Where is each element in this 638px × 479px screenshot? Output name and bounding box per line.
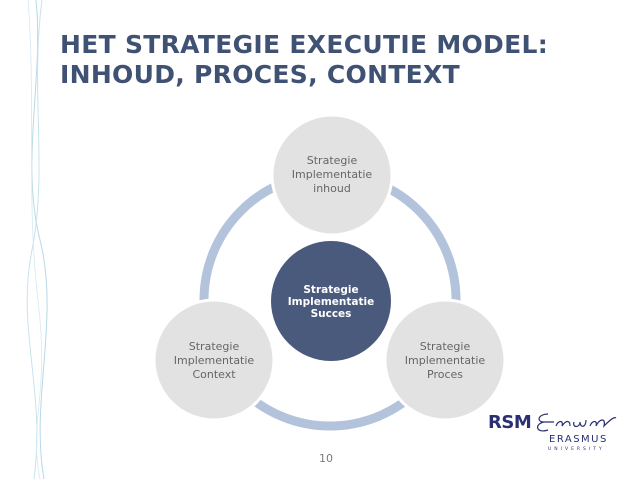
right-node-line-1: Strategie <box>419 340 471 353</box>
top-node-line-3: inhoud <box>313 182 351 195</box>
left-node-line-3: Context <box>192 368 236 381</box>
right-node-line-2: Implementatie <box>404 354 486 367</box>
right-node-label: Strategie Implementatie Proces <box>385 340 505 382</box>
left-node-line-1: Strategie <box>188 340 240 353</box>
left-node-label: Strategie Implementatie Context <box>154 340 274 382</box>
erasmus-signature-icon <box>537 413 617 432</box>
center-node-line-3: Succes <box>310 308 352 320</box>
rsm-erasmus-logo: RSM ERASMUS UNIVERSITY <box>488 404 618 456</box>
left-node-line-2: Implementatie <box>173 354 255 367</box>
logo-university-text: UNIVERSITY <box>548 447 605 452</box>
top-node-label: Strategie Implementatie inhoud <box>272 154 392 196</box>
logo-rsm-text: RSM <box>488 412 532 433</box>
center-node-line-2: Implementatie <box>287 296 375 308</box>
center-circle <box>271 241 391 361</box>
top-circle <box>270 113 394 237</box>
slide-title-line-2: INHOUD, PROCES, CONTEXT <box>60 60 460 89</box>
left-circle <box>152 298 276 422</box>
slide-title: HET STRATEGIE EXECUTIE MODEL: INHOUD, PR… <box>60 30 620 90</box>
right-node-line-3: Proces <box>427 368 463 381</box>
page-number: 10 <box>319 452 333 465</box>
slide-title-line-1: HET STRATEGIE EXECUTIE MODEL: <box>60 30 549 59</box>
center-node-label: Strategie Implementatie Succes <box>271 284 391 320</box>
logo-erasmus-text: ERASMUS <box>549 434 608 445</box>
top-node-line-2: Implementatie <box>291 168 373 181</box>
decorative-curves <box>26 0 48 479</box>
top-node-line-1: Strategie <box>306 154 358 167</box>
right-circle <box>383 298 507 422</box>
center-node-line-1: Strategie <box>303 284 359 296</box>
